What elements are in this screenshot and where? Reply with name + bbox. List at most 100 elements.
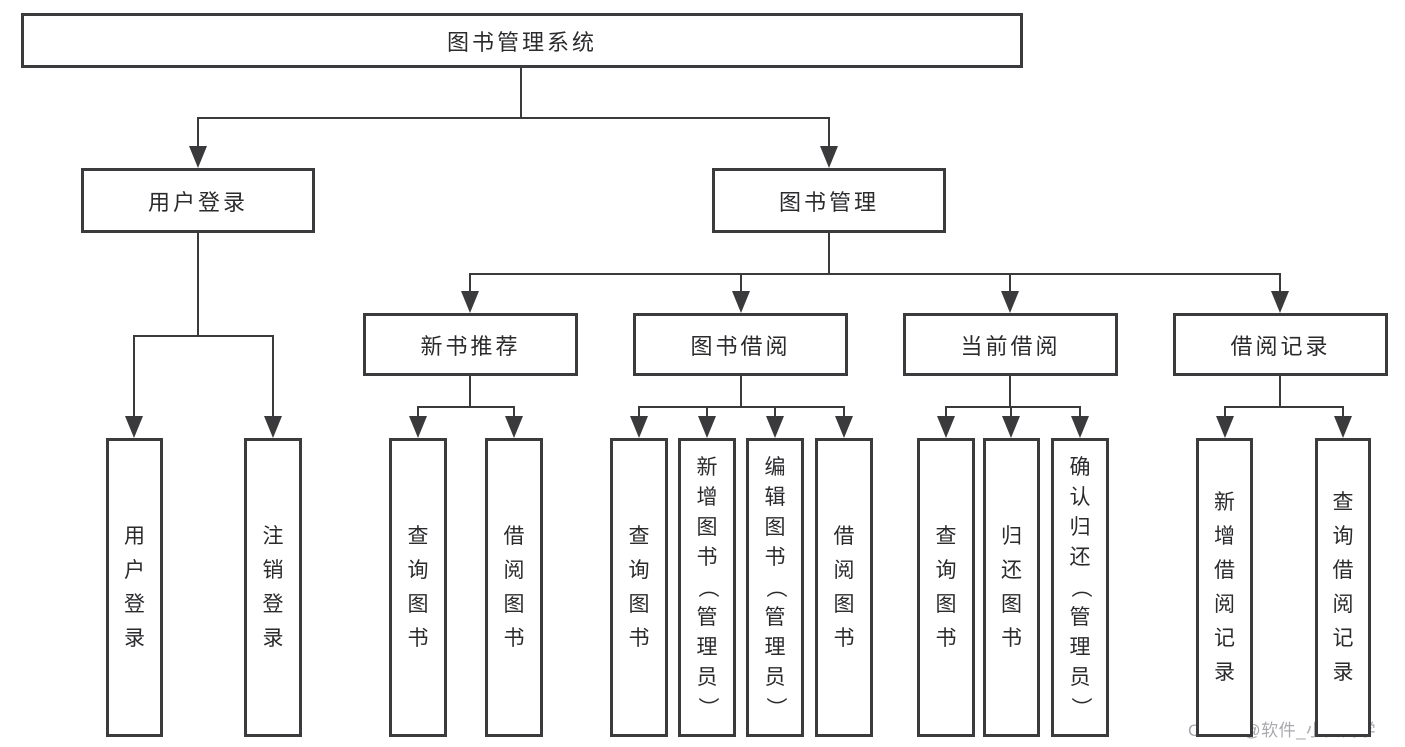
connector-line — [133, 337, 135, 419]
node-label: 图书管理系统 — [446, 29, 597, 55]
connector-line — [945, 408, 947, 420]
connector-line — [417, 408, 419, 420]
node-label-char: 新 — [696, 456, 718, 479]
connector-line — [1279, 376, 1281, 407]
node-label-char: 图 — [696, 516, 718, 539]
arrow-head-icon — [698, 416, 716, 438]
node-add-book-admin: 新增图书（管理员） — [678, 438, 736, 737]
connector-line — [417, 406, 515, 408]
node-label-char: 增 — [696, 486, 718, 509]
node-label-char: 图 — [503, 593, 525, 616]
node-label-char: 书 — [1001, 627, 1022, 650]
node-label-char: 员 — [764, 666, 786, 689]
connector-line — [706, 408, 708, 420]
connector-line — [272, 337, 274, 419]
node-confirm-return-admin: 确认归还（管理员） — [1051, 438, 1109, 737]
node-return-books: 归还图书 — [983, 438, 1040, 737]
node-user-login: 用户登录 — [81, 168, 315, 233]
node-label: 新书推荐 — [420, 333, 521, 359]
node-label-char: 员 — [696, 666, 718, 689]
connector-line — [469, 273, 1281, 275]
node-borrow-books-recommend: 借阅图书 — [485, 438, 543, 737]
node-label-char: 借 — [833, 525, 855, 548]
arrow-head-icon — [820, 146, 838, 168]
node-label-char: 理 — [696, 636, 718, 659]
arrow-head-icon — [505, 416, 523, 438]
node-label: 借阅记录 — [1230, 333, 1331, 359]
connector-line — [469, 376, 471, 407]
node-label-char: 销 — [262, 559, 284, 582]
node-label-char: 管 — [1069, 606, 1091, 629]
node-label-char: 借 — [1332, 559, 1354, 582]
node-label-char: ） — [763, 697, 787, 718]
node-label-char: 图 — [764, 516, 786, 539]
connector-line — [513, 408, 515, 420]
connector-line — [1279, 275, 1281, 293]
node-label-char: 增 — [1214, 525, 1235, 548]
node-label-char: 图 — [628, 593, 650, 616]
node-label-char: 录 — [1332, 661, 1354, 684]
node-label-char: 借 — [1214, 559, 1235, 582]
node-label-char: 辑 — [764, 486, 786, 509]
connector-line — [197, 119, 199, 149]
node-label: 图书借阅 — [690, 333, 791, 359]
node-label-char: 登 — [124, 593, 145, 616]
node-label-char: 查 — [935, 525, 957, 548]
node-label-char: （ — [1068, 577, 1092, 598]
node-book-borrow: 图书借阅 — [633, 313, 848, 376]
node-label-char: 编 — [764, 456, 786, 479]
arrow-head-icon — [937, 416, 955, 438]
node-label-char: 新 — [1214, 491, 1235, 514]
node-label-char: 查 — [628, 525, 650, 548]
node-label-char: 书 — [935, 627, 957, 650]
connector-line — [133, 335, 274, 337]
arrow-head-icon — [125, 416, 143, 438]
arrow-head-icon — [1002, 416, 1020, 438]
connector-line — [828, 119, 830, 149]
node-query-books-recommend: 查询图书 — [389, 438, 447, 737]
arrow-head-icon — [1001, 291, 1019, 313]
node-label-char: 用 — [124, 525, 145, 548]
arrow-head-icon — [835, 416, 853, 438]
node-current-borrow: 当前借阅 — [903, 313, 1118, 376]
node-label-char: 询 — [1332, 525, 1354, 548]
node-label-char: 归 — [1069, 516, 1091, 539]
node-label-char: 户 — [124, 559, 145, 582]
node-label-char: 归 — [1001, 525, 1022, 548]
connector-line — [1009, 275, 1011, 293]
connector-line — [1079, 408, 1081, 420]
node-label-char: 查 — [1332, 491, 1354, 514]
node-label-char: 书 — [407, 627, 429, 650]
connector-line — [197, 233, 199, 336]
node-label-char: 图 — [1001, 593, 1022, 616]
node-borrow-books-borrow: 借阅图书 — [815, 438, 873, 737]
connector-line — [1224, 408, 1226, 420]
arrow-head-icon — [189, 146, 207, 168]
connector-line — [828, 233, 830, 274]
connector-line — [740, 376, 742, 407]
node-label-char: 书 — [833, 627, 855, 650]
arrow-head-icon — [264, 416, 282, 438]
node-label: 当前借阅 — [960, 333, 1061, 359]
node-label-char: 查 — [407, 525, 429, 548]
connector-line — [774, 408, 776, 420]
node-label-char: 录 — [262, 627, 284, 650]
node-new-book-recommend: 新书推荐 — [363, 313, 578, 376]
node-label-char: 记 — [1214, 627, 1235, 650]
connector-line — [740, 275, 742, 293]
connector-line — [1224, 406, 1344, 408]
node-label-char: （ — [695, 577, 719, 598]
arrow-head-icon — [1071, 416, 1089, 438]
connector-line — [843, 408, 845, 420]
node-borrow-records: 借阅记录 — [1173, 313, 1388, 376]
node-label-char: 阅 — [1332, 593, 1354, 616]
node-label-char: （ — [763, 577, 787, 598]
node-label-char: 认 — [1069, 486, 1091, 509]
arrow-head-icon — [461, 291, 479, 313]
node-label-char: 理 — [1069, 636, 1091, 659]
node-label-char: 员 — [1069, 666, 1091, 689]
connector-line — [469, 275, 471, 293]
arrow-head-icon — [732, 291, 750, 313]
node-label-char: 阅 — [503, 559, 525, 582]
